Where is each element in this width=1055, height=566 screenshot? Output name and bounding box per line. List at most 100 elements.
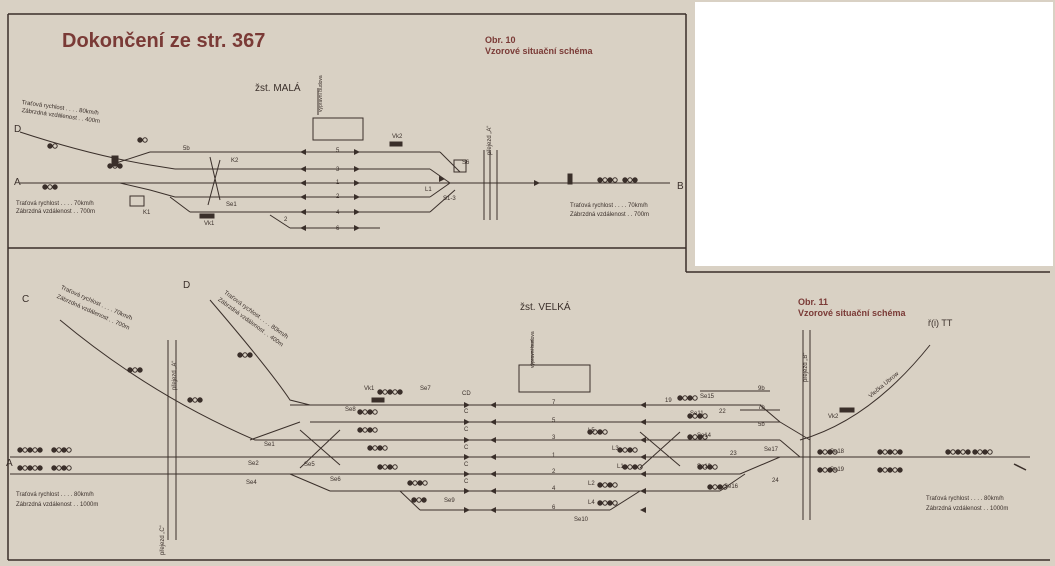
signal-post bbox=[111, 155, 119, 167]
signal-lamp bbox=[17, 465, 23, 471]
fig11-label-22: 22 bbox=[719, 409, 726, 415]
direction-arrow bbox=[464, 488, 470, 494]
signal-lamp bbox=[612, 500, 618, 506]
fig11-label-se18: Se18 bbox=[830, 449, 845, 455]
signal-lamp bbox=[877, 449, 883, 455]
signal-lamp bbox=[372, 445, 378, 451]
signal-lamp bbox=[66, 465, 72, 471]
signal-lamp bbox=[22, 465, 28, 471]
signal-lamp bbox=[42, 184, 48, 190]
crossover bbox=[299, 429, 341, 466]
signal-lamp bbox=[955, 449, 961, 455]
signal-lamp bbox=[192, 397, 198, 403]
crossover bbox=[207, 159, 221, 206]
page-title: Dokončení ze str. 367 bbox=[62, 30, 266, 52]
track-curve bbox=[399, 490, 421, 511]
direction-arrow bbox=[354, 209, 360, 215]
signal-lamp bbox=[612, 177, 618, 183]
fig10-label-k2: K2 bbox=[231, 158, 239, 164]
track-curve bbox=[779, 421, 811, 441]
fig10-track-5: 5 bbox=[336, 148, 340, 154]
fig11-number: Obr. 11 bbox=[798, 297, 829, 307]
fig11-line-end-d: D bbox=[183, 280, 191, 291]
signal-lamp bbox=[882, 467, 888, 473]
fig11-track-2: 2 bbox=[552, 469, 556, 475]
signal-lamp bbox=[692, 413, 698, 419]
signal-lamp bbox=[237, 352, 243, 358]
signal-post bbox=[199, 213, 215, 219]
signal-lamp bbox=[411, 497, 417, 503]
fig11-label-se9: Se9 bbox=[444, 498, 455, 504]
fig11-line-end-c: C bbox=[22, 294, 30, 305]
direction-arrow bbox=[640, 488, 646, 494]
direction-arrow bbox=[354, 149, 360, 155]
direction-arrow bbox=[640, 471, 646, 477]
signal-lamp bbox=[702, 434, 708, 440]
track-curve bbox=[289, 473, 331, 492]
fig10-braking-left-bottom: Zábrzdná vzdálenost . . 700m bbox=[16, 209, 96, 215]
signal-lamp bbox=[692, 434, 698, 440]
direction-arrow bbox=[490, 488, 496, 494]
fig11-label-23: 23 bbox=[730, 451, 737, 457]
signal-lamp bbox=[372, 427, 378, 433]
fig10-caption: Vzorové situační schéma bbox=[485, 46, 593, 56]
station-building-fig10 bbox=[312, 117, 364, 141]
fig11-label-se1: Se1 bbox=[264, 442, 275, 448]
fig11-track-5: 5 bbox=[552, 418, 556, 424]
signal-lamp bbox=[592, 429, 598, 435]
signal-lamp bbox=[382, 445, 388, 451]
fig11-label-l1: L1 bbox=[617, 464, 624, 470]
signal-lamp bbox=[632, 464, 638, 470]
fig11-label-l3: L3 bbox=[612, 446, 619, 452]
signal-lamp bbox=[377, 464, 383, 470]
direction-arrow bbox=[640, 419, 646, 425]
fig10-label-k1: K1 bbox=[143, 210, 151, 216]
direction-arrow bbox=[300, 225, 306, 231]
fig11-braking-right: Zábrzdná vzdálenost . . 1000m bbox=[926, 506, 1009, 512]
track-curve bbox=[429, 182, 451, 198]
signal-lamp bbox=[367, 427, 373, 433]
fig11-line-end-a: A bbox=[6, 458, 13, 469]
signal-lamp bbox=[707, 484, 713, 490]
fig11-label-se13: Se13 bbox=[697, 464, 712, 470]
signal-lamp bbox=[587, 429, 593, 435]
signal-post bbox=[839, 407, 855, 413]
signal-lamp bbox=[637, 464, 643, 470]
direction-arrow bbox=[354, 180, 360, 186]
fig11-label-5b: 5b bbox=[758, 422, 765, 428]
signal-lamp bbox=[392, 464, 398, 470]
fig10-station-building: výpravní budova bbox=[318, 75, 324, 112]
fig10-label-s6: S6 bbox=[462, 160, 470, 166]
signal-lamp bbox=[950, 449, 956, 455]
track-curve bbox=[19, 131, 176, 170]
signal-lamp bbox=[877, 467, 883, 473]
signal-lamp bbox=[17, 447, 23, 453]
fig11-label-se10: Se10 bbox=[574, 517, 589, 523]
signal-lamp bbox=[132, 367, 138, 373]
signal-lamp bbox=[597, 429, 603, 435]
signal-lamp bbox=[677, 395, 683, 401]
signal-lamp bbox=[607, 482, 613, 488]
track-curve bbox=[719, 473, 746, 492]
signal-lamp bbox=[362, 409, 368, 415]
signal-lamp bbox=[617, 447, 623, 453]
signal-lamp bbox=[707, 464, 713, 470]
fig11-label-vk1: Vk1 bbox=[364, 386, 375, 392]
direction-arrow bbox=[490, 402, 496, 408]
signal-lamp bbox=[357, 427, 363, 433]
fig11-label-vk2: Vk2 bbox=[828, 414, 839, 420]
direction-arrow bbox=[464, 507, 470, 513]
siding-curve bbox=[799, 344, 931, 441]
track-curve bbox=[609, 490, 641, 511]
signal-lamp bbox=[127, 367, 133, 373]
fig11-label-l4: L4 bbox=[588, 500, 595, 506]
crossover bbox=[639, 431, 681, 469]
fig11-crossing-left: přejezd „A“ bbox=[172, 360, 178, 390]
fig10-track-4: 4 bbox=[336, 210, 340, 216]
fig10-braking-right: Zábrzdná vzdálenost . . 700m bbox=[570, 212, 650, 218]
fig11-track-3: 3 bbox=[552, 435, 556, 441]
signal-lamp bbox=[602, 500, 608, 506]
signal-lamp bbox=[832, 449, 838, 455]
signal-lamp bbox=[61, 447, 67, 453]
